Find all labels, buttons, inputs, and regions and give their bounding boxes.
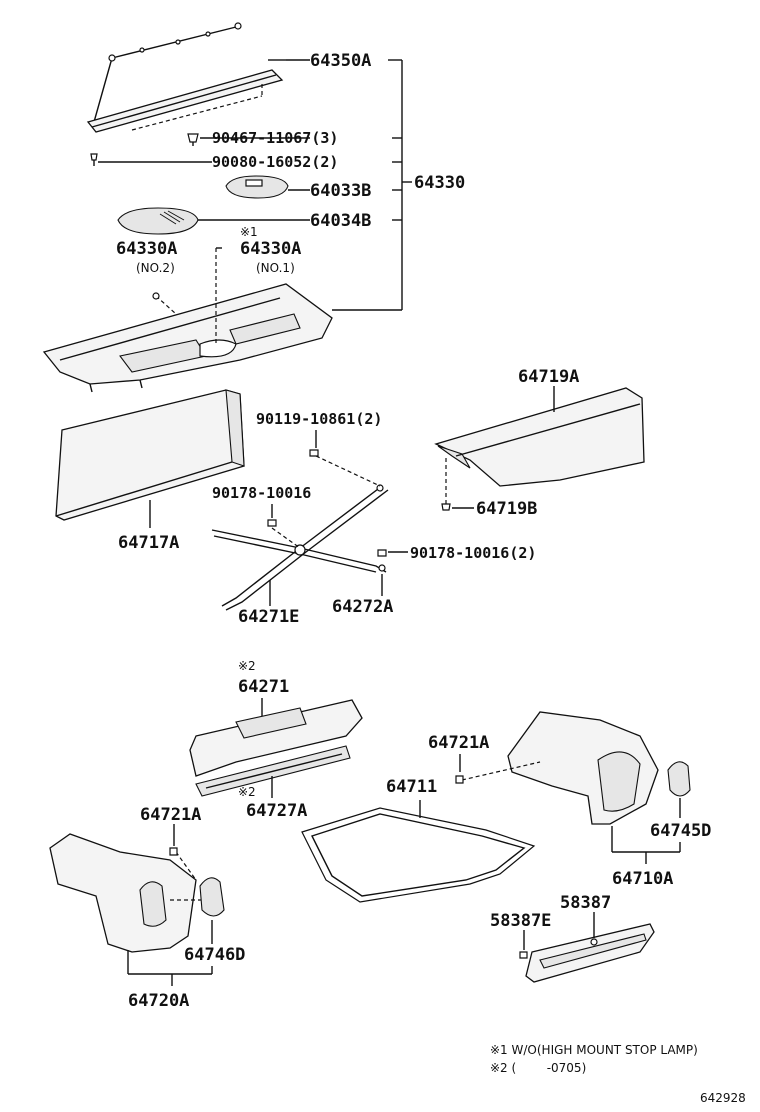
cover-64033B-part[interactable] [225, 175, 289, 199]
label-64710A: 64710A [612, 869, 673, 889]
label-64271: 64271 [238, 677, 289, 697]
floor-mat-part[interactable] [301, 807, 536, 903]
label-64330A-no1-sub: (NO.1) [256, 261, 295, 275]
trim-64727A-part[interactable] [195, 745, 351, 797]
label-64711: 64711 [386, 777, 437, 797]
cover-64746D-part[interactable] [199, 877, 225, 917]
clip-part[interactable] [187, 133, 199, 146]
label-64721A-top: 64721A [428, 733, 489, 753]
label-64727A-mark: ※2 [238, 785, 256, 799]
label-64034B: 64034B [310, 211, 371, 231]
cover-64034B-part[interactable] [117, 207, 199, 235]
trim-64271-part[interactable] [189, 698, 363, 777]
label-64720A: 64720A [128, 991, 189, 1011]
label-64330A-no1-mark: ※1 [240, 225, 258, 239]
label-64271-mark: ※2 [238, 659, 256, 673]
label-64330: 64330 [414, 173, 465, 193]
label-58387: 58387 [560, 893, 611, 913]
label-64745D: 64745D [650, 821, 711, 841]
label-90467: 90467-11067(3) [212, 129, 338, 147]
cover-64745D-part[interactable] [667, 761, 691, 797]
label-64330A-no1: 64330A [240, 239, 301, 259]
footnote-1: ※1 W/O(HIGH MOUNT STOP LAMP) [490, 1043, 698, 1057]
package-tray-part[interactable] [42, 283, 333, 393]
label-90080: 90080-16052(2) [212, 153, 338, 171]
label-64271E: 64271E [238, 607, 299, 627]
screw-part[interactable] [90, 153, 98, 166]
label-64717A: 64717A [118, 533, 179, 553]
trim-64719A-part[interactable] [434, 387, 645, 487]
trim-58387-part[interactable] [525, 923, 655, 983]
strap-assembly-part[interactable] [211, 484, 389, 611]
side-trim-lh-part[interactable] [49, 833, 197, 953]
label-90178-double: 90178-10016(2) [410, 544, 536, 562]
label-64033B: 64033B [310, 181, 371, 201]
label-64330A-no2-sub: (NO.2) [136, 261, 175, 275]
label-64719B: 64719B [476, 499, 537, 519]
figure-id: 642928 [700, 1091, 746, 1105]
board-64717A-part[interactable] [55, 389, 245, 521]
label-64330A-no2: 64330A [116, 239, 177, 259]
roller-blind-part[interactable] [86, 22, 284, 133]
side-trim-rh-part[interactable] [507, 711, 659, 825]
label-64719A: 64719A [518, 367, 579, 387]
label-64350A: 64350A [310, 51, 371, 71]
label-64746D: 64746D [184, 945, 245, 965]
label-90119: 90119-10861(2) [256, 410, 382, 428]
label-90178-single: 90178-10016 [212, 484, 311, 502]
label-64272A: 64272A [332, 597, 393, 617]
label-64727A: 64727A [246, 801, 307, 821]
label-58387E: 58387E [490, 911, 551, 931]
footnote-2: ※2 ( -0705) [490, 1061, 586, 1075]
label-64721A-left: 64721A [140, 805, 201, 825]
